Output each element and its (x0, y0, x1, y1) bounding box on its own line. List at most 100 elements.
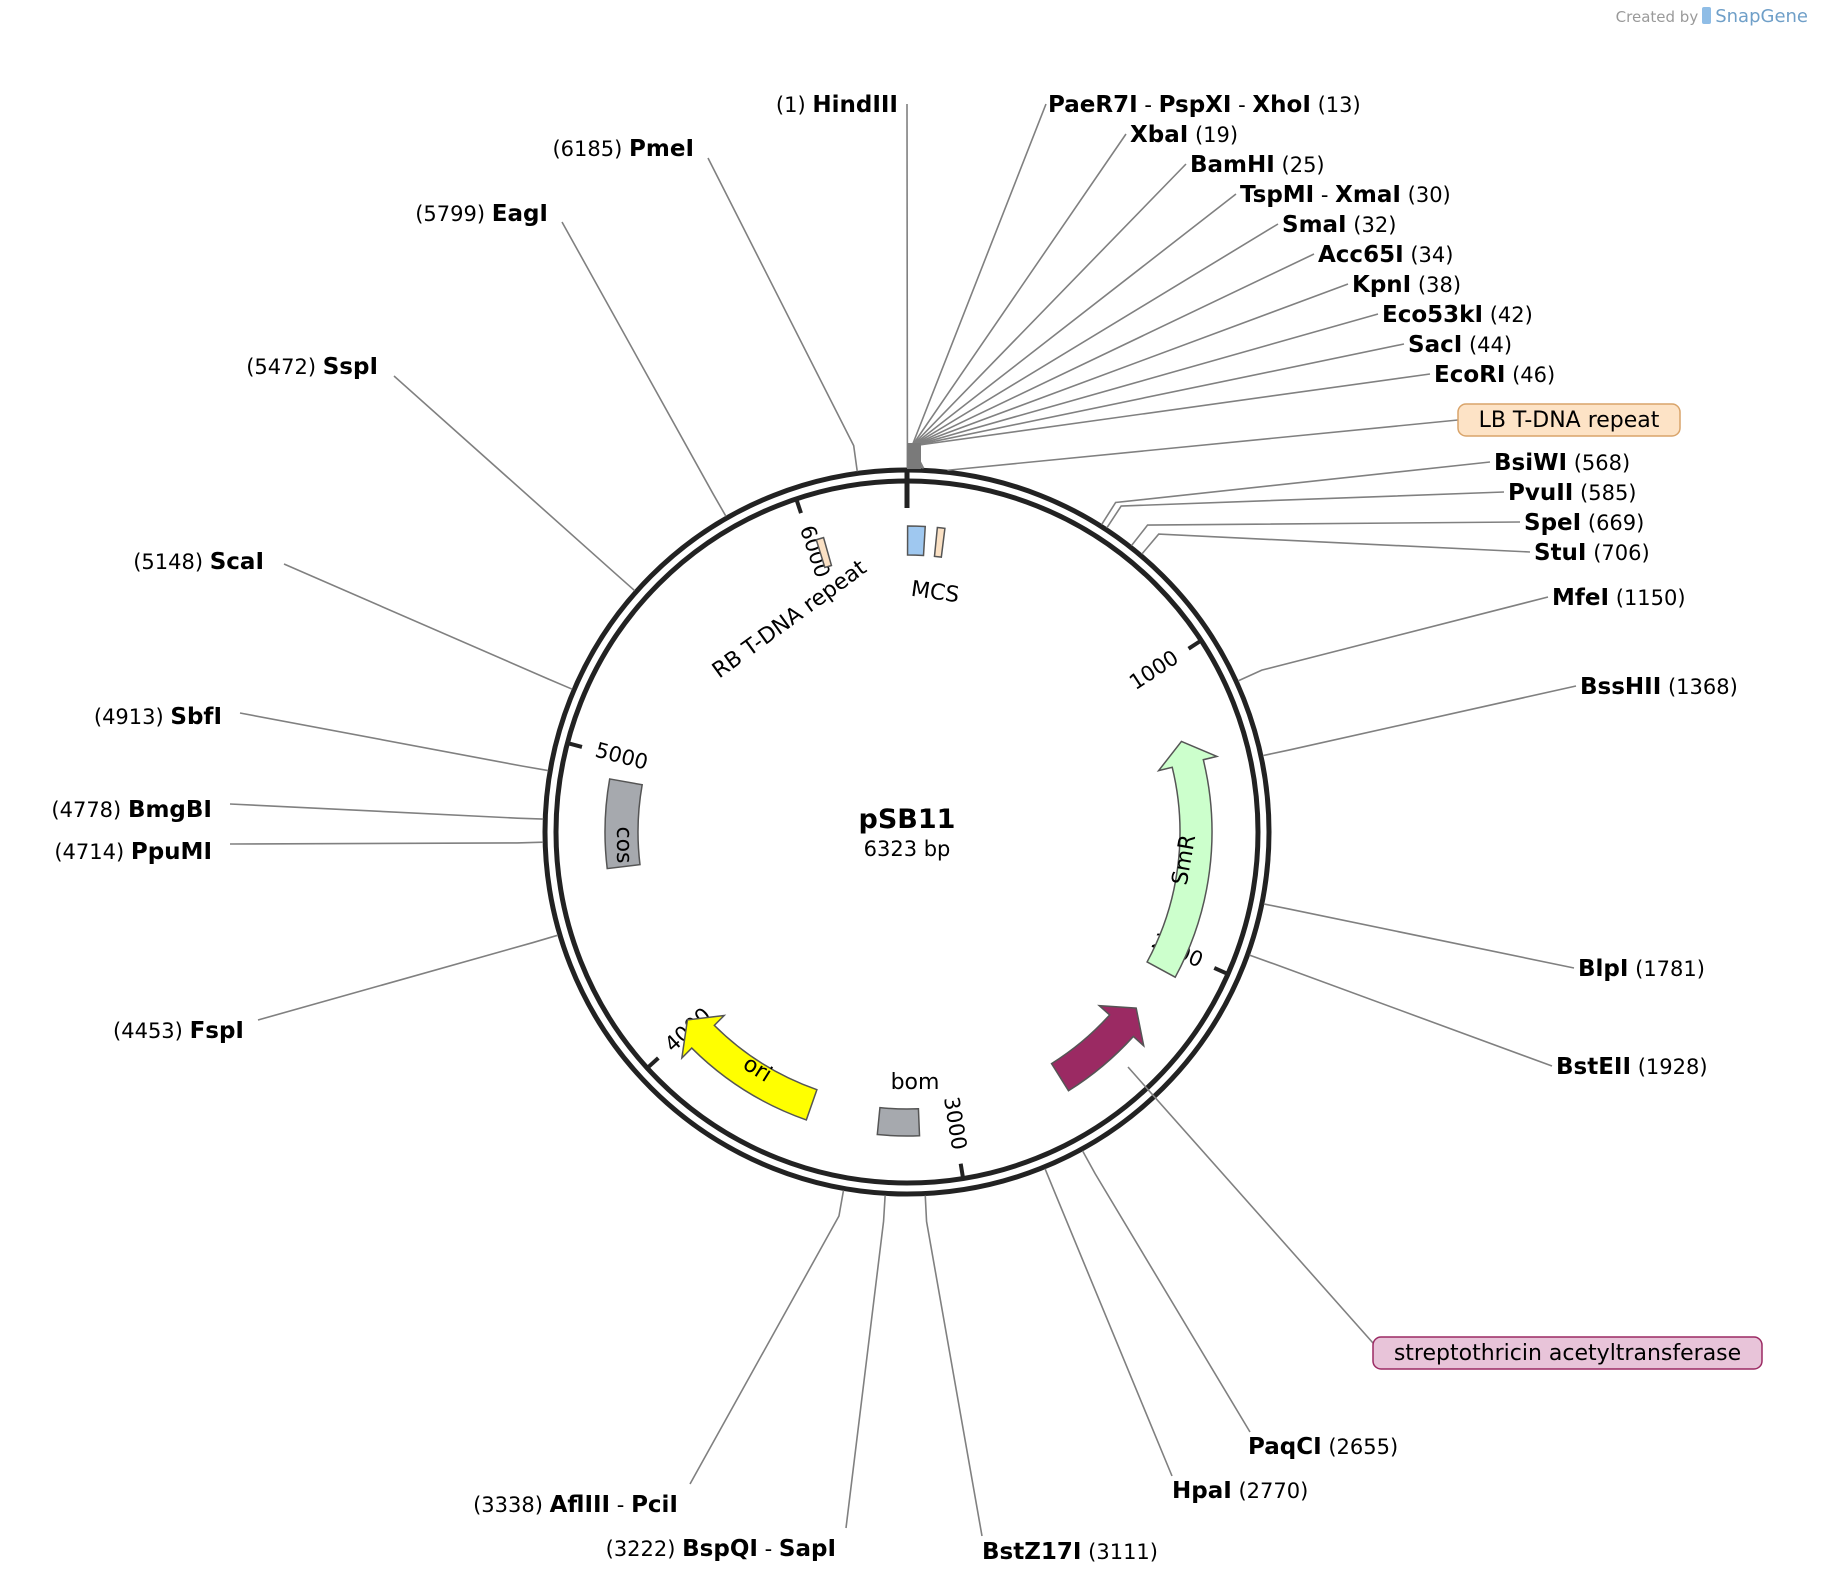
leader-SpeI (1130, 521, 1521, 547)
mcs-leader-bundle (907, 443, 921, 469)
leader-BstEII (1249, 954, 1553, 1067)
site-name: HindIII (812, 92, 898, 118)
site-position: (3338) (473, 1493, 543, 1517)
label-spacer (164, 705, 171, 729)
label-spacer: - (1138, 93, 1159, 117)
site-position: (2655) (1328, 1435, 1398, 1459)
tick-mark-3000 (958, 1163, 966, 1179)
label-spacer (1573, 481, 1580, 505)
site-name: KpnI (1352, 272, 1411, 298)
feature-SmR (1146, 740, 1220, 979)
site-position: (1781) (1635, 957, 1705, 981)
feature-sat (1050, 1004, 1145, 1092)
leader-BsiWI (1101, 461, 1491, 525)
site-name: XmaI (1335, 182, 1401, 208)
site-name: PpuMI (131, 839, 212, 865)
label-spacer (1081, 1540, 1088, 1564)
label-spacer (675, 1537, 682, 1561)
tick-mark-1000 (1187, 638, 1203, 651)
site-label-MfeI: MfeI (1150) (1552, 585, 1686, 611)
feature-lb-tdna (933, 526, 946, 558)
site-position: (25) (1282, 153, 1325, 177)
leader-XbaI (911, 133, 1127, 469)
site-name: ScaI (210, 549, 264, 575)
site-name: PaeR7I (1048, 92, 1138, 118)
site-position: (1368) (1668, 675, 1738, 699)
site-label-Acc65I: Acc65I (34) (1318, 242, 1453, 268)
label-spacer (1404, 243, 1411, 267)
tick-label-5000: 5000 (593, 738, 651, 775)
site-label-PaeR7I: PaeR7I - PspXI - XhoI (13) (1048, 92, 1361, 118)
tick-label-1000: 1000 (1125, 645, 1183, 694)
label-spacer (1347, 213, 1354, 237)
tick-label-6000: 6000 (795, 522, 835, 580)
site-label-BsiWI: BsiWI (568) (1494, 450, 1630, 476)
feature-bom (876, 1106, 921, 1137)
site-name: XhoI (1252, 92, 1310, 118)
site-name: BstEII (1556, 1054, 1631, 1080)
tick-mark-4000 (645, 1056, 660, 1070)
label-spacer (1609, 586, 1616, 610)
site-label-SbfI: (4913) SbfI (94, 704, 222, 730)
site-label-AflIII: (3338) AflIII - PciI (473, 1492, 678, 1518)
snapgene-credit: Created by SnapGene (1616, 6, 1808, 27)
site-position: (6185) (552, 137, 622, 161)
site-position: (44) (1469, 333, 1512, 357)
leader-lb-tdna-label (947, 419, 1459, 472)
tick-mark-5000 (566, 741, 583, 749)
site-name: BsiWI (1494, 450, 1567, 476)
snapgene-logo-icon (1702, 7, 1712, 24)
site-name: AflIII (550, 1492, 611, 1518)
label-spacer (1411, 273, 1418, 297)
label-spacer (1188, 123, 1195, 147)
site-name: FspI (190, 1018, 244, 1044)
leader-BlpI (1263, 903, 1575, 969)
label-spacer (1567, 451, 1574, 475)
label-spacer (1232, 1479, 1239, 1503)
site-position: (5148) (133, 550, 203, 574)
leader-BspQI (845, 1195, 886, 1529)
site-label-KpnI: KpnI (38) (1352, 272, 1461, 298)
credit-prefix: Created by (1615, 8, 1699, 26)
site-name: BmgBI (128, 797, 212, 823)
leader-ScaI (283, 563, 573, 690)
site-name: SapI (779, 1536, 836, 1562)
site-name: BlpI (1578, 956, 1628, 982)
leader-PaqCI (1081, 1150, 1251, 1433)
lb-tdna-label-box (1457, 403, 1681, 437)
feature-cos (604, 778, 644, 870)
site-name: PaqCI (1248, 1434, 1322, 1460)
site-label-BmgBI: (4778) BmgBI (51, 797, 212, 823)
feature-MCS (906, 525, 927, 557)
label-spacer (1401, 183, 1408, 207)
site-position: (3111) (1088, 1540, 1158, 1564)
label-spacer (1462, 333, 1469, 357)
site-position: (1928) (1638, 1055, 1708, 1079)
site-name: PmeI (629, 136, 694, 162)
credit-brand: SnapGene (1715, 6, 1808, 27)
site-label-StuI: StuI (706) (1534, 540, 1650, 566)
sat-label-box (1372, 1336, 1763, 1370)
site-position: (4453) (113, 1019, 183, 1043)
site-label-ScaI: (5148) ScaI (133, 549, 264, 575)
site-label-PmeI: (6185) PmeI (552, 136, 694, 162)
plasmid-name: pSB11 (859, 804, 956, 835)
label-spacer (1311, 93, 1318, 117)
leader-sat-label (1127, 1066, 1374, 1344)
site-label-EcoRI: EcoRI (46) (1434, 362, 1555, 388)
feature-label-MCS: MCS (909, 577, 960, 608)
site-name: BspQI (682, 1536, 758, 1562)
site-position: (13) (1318, 93, 1361, 117)
site-label-BstZ17I: BstZ17I (3111) (982, 1539, 1158, 1565)
site-name: HpaI (1172, 1478, 1232, 1504)
site-position: (1) (776, 93, 806, 117)
leader-StuI (1141, 533, 1531, 555)
label-spacer: - (610, 1493, 631, 1517)
leader-BssHII (1262, 685, 1577, 757)
site-position: (1150) (1616, 586, 1686, 610)
label-spacer (1275, 153, 1282, 177)
leader-Acc65I (911, 253, 1315, 469)
site-position: (2770) (1238, 1479, 1308, 1503)
site-name: Eco53kI (1382, 302, 1483, 328)
